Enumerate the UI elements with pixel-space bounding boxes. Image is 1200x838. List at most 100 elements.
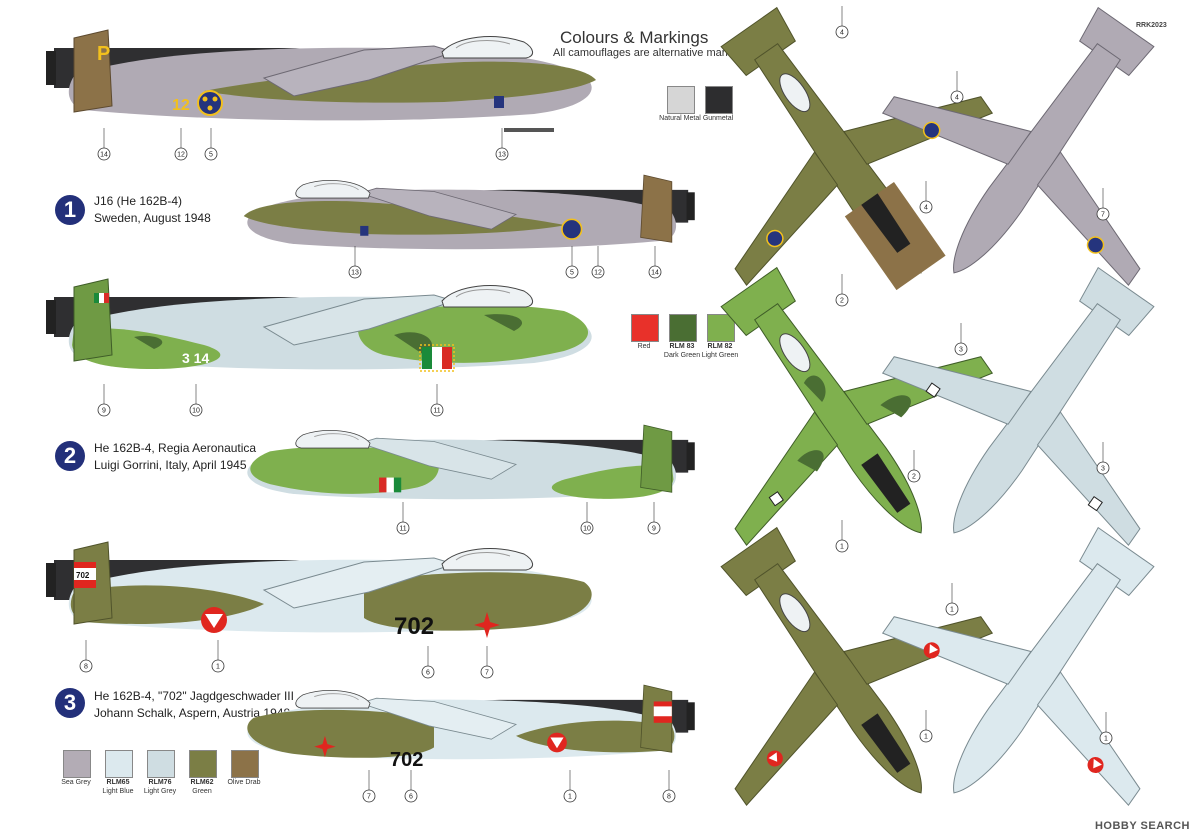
svg-text:6: 6 xyxy=(409,794,413,801)
callout-s3-bottom-1: 6 xyxy=(404,770,418,803)
fuselage-number-702-lower: 702 xyxy=(390,749,423,771)
product-code: RRK2023 xyxy=(1136,22,1167,29)
swatch-label: Sea Grey xyxy=(61,779,91,786)
page-subtitle: All camouflages are alternative markings xyxy=(553,47,752,59)
callout-s2-top-2: 11 xyxy=(430,384,444,417)
svg-text:4: 4 xyxy=(955,95,959,102)
scheme-2-side-upper: 3 14 xyxy=(46,278,592,372)
svg-text:13: 13 xyxy=(498,152,506,159)
swatch-label: Natural Metal xyxy=(659,115,701,122)
scheme-1-location: Sweden, August 1948 xyxy=(94,211,211,225)
callout-s3-bottom-3: 8 xyxy=(662,770,676,803)
swatch-chip xyxy=(147,750,175,778)
callout-s3-plan-bottom-1: 1 xyxy=(1099,712,1113,745)
callout-s1-bottom-2: 12 xyxy=(591,246,605,279)
scheme-3-caption: He 162B-4, "702" Jagdgeschwader III Joha… xyxy=(94,688,294,722)
svg-text:12: 12 xyxy=(594,270,602,277)
callout-s3-top-0: 8 xyxy=(79,640,93,673)
callout-s2-plan-bottom-1: 3 xyxy=(1096,442,1110,475)
page-title: Colours & Markings xyxy=(560,28,709,47)
swatch-chip xyxy=(189,750,217,778)
callout-s2-top-1: 10 xyxy=(189,384,203,417)
callout-s2-bottom-0: 11 xyxy=(396,502,410,535)
svg-text:5: 5 xyxy=(570,270,574,277)
svg-text:8: 8 xyxy=(84,664,88,671)
scheme-2-badge: 2 xyxy=(55,441,85,471)
callout-s3-bottom-0: 7 xyxy=(362,770,376,803)
callout-s3-plan-top-0: 1 xyxy=(835,520,849,553)
scheme-3-plan-lower xyxy=(830,460,1200,838)
scheme-3-location: Johann Schalk, Aspern, Austria 1948 xyxy=(94,706,291,720)
scheme-2-plan-lower xyxy=(830,200,1200,620)
svg-text:2: 2 xyxy=(912,474,916,481)
svg-text:9: 9 xyxy=(652,526,656,533)
callout-s3-plan-bottom-0: 1 xyxy=(945,583,959,616)
callout-s3-top-3: 7 xyxy=(480,646,494,679)
scheme-2-caption: He 162B-4, Regia Aeronautica Luigi Gorri… xyxy=(94,440,256,474)
swatch-label: Gunmetal xyxy=(702,115,734,122)
svg-text:4: 4 xyxy=(840,30,844,37)
svg-text:11: 11 xyxy=(433,408,440,415)
swatch-natural-metal: Natural Metal xyxy=(650,86,710,123)
callout-s3-bottom-2: 1 xyxy=(563,770,577,803)
swatch-red: Red xyxy=(614,314,674,351)
scheme-1-side-lower xyxy=(243,174,695,250)
scheme-1-plan-lower xyxy=(830,0,1200,360)
callout-s3-plan-top-1: 1 xyxy=(919,710,933,743)
swatch-chip xyxy=(105,750,133,778)
tail-letter-p: P xyxy=(97,43,110,65)
swatch-chip xyxy=(669,314,697,342)
svg-text:11: 11 xyxy=(399,526,406,533)
callout-s1-plan-top-1: 4 xyxy=(919,181,933,214)
scheme-3-title: He 162B-4, "702" Jagdgeschwader III xyxy=(94,689,294,703)
callout-s2-plan-top-1: 2 xyxy=(907,450,921,483)
svg-text:1: 1 xyxy=(950,607,954,614)
svg-text:10: 10 xyxy=(583,526,591,533)
callout-s2-plan-top-0: 2 xyxy=(835,274,849,307)
swatch-chip xyxy=(667,86,695,114)
svg-text:10: 10 xyxy=(192,408,200,415)
scheme-3-badge: 3 xyxy=(55,688,85,718)
scheme-2-location: Luigi Gorrini, Italy, April 1945 xyxy=(94,458,247,472)
swedish-roundel xyxy=(197,90,223,116)
svg-text:3: 3 xyxy=(959,347,963,354)
swatch-chip xyxy=(631,314,659,342)
callout-s2-plan-bottom-0: 3 xyxy=(954,323,968,356)
tail-number-702: 702 xyxy=(76,571,90,580)
fuselage-emblem xyxy=(494,96,504,108)
swatch-label: Olive Drab xyxy=(227,779,261,786)
callout-s1-top-1: 12 xyxy=(174,128,188,161)
svg-text:1: 1 xyxy=(924,734,928,741)
swatch-olive-drab: Olive Drab xyxy=(214,750,274,787)
swatch-chip xyxy=(707,314,735,342)
scheme-3-side-upper: 702 702 xyxy=(46,541,592,640)
scheme-2-title: He 162B-4, Regia Aeronautica xyxy=(94,441,257,455)
svg-text:6: 6 xyxy=(426,670,430,677)
svg-text:7: 7 xyxy=(367,794,371,801)
italian-number: 3 14 xyxy=(182,350,209,366)
svg-text:12: 12 xyxy=(177,152,185,159)
svg-text:14: 14 xyxy=(100,152,108,159)
callout-s3-top-2: 6 xyxy=(421,646,435,679)
callout-s2-bottom-1: 10 xyxy=(580,502,594,535)
watermark-hobby-search: HOBBY SEARCH xyxy=(1094,820,1190,832)
callout-s2-top-0: 9 xyxy=(97,384,111,417)
scheme-1-side-upper: P 12 xyxy=(46,29,596,132)
callout-s1-bottom-3: 14 xyxy=(648,246,662,279)
scheme-2-plan-upper xyxy=(625,200,1045,620)
svg-text:1: 1 xyxy=(216,664,220,671)
callout-s1-top-2: 5 xyxy=(204,128,218,161)
callout-s1-plan-bottom-0: 4 xyxy=(950,71,964,104)
swatch-chip xyxy=(63,750,91,778)
svg-text:1: 1 xyxy=(840,544,844,551)
